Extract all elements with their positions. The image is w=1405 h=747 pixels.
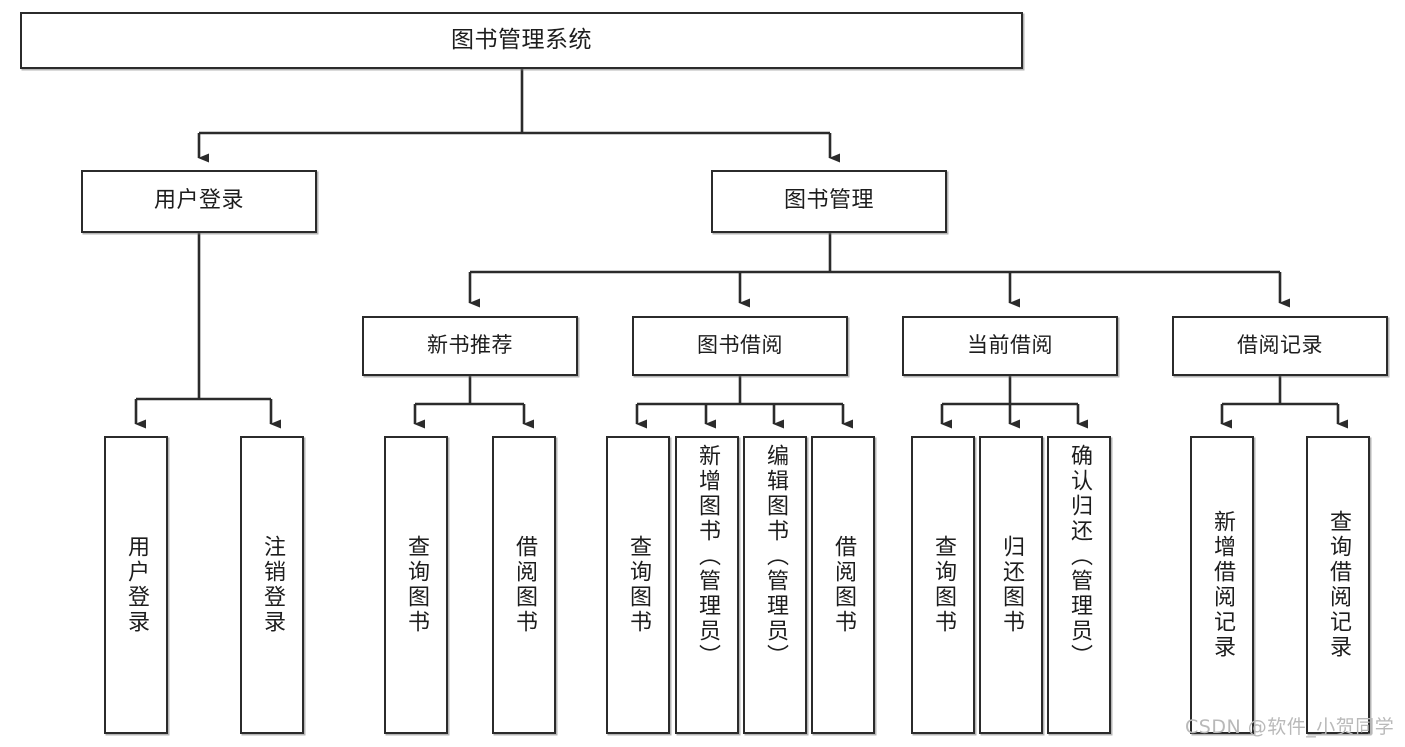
node-book-borrow[interactable]: 图书借阅	[632, 316, 848, 376]
node-label: 借阅图书	[512, 535, 537, 635]
node-label: 借阅记录	[1237, 333, 1323, 358]
leaf-query-book-current[interactable]: 查询图书	[911, 436, 975, 734]
node-label: 图书管理	[783, 188, 874, 214]
leaf-inner: 归还图书	[981, 438, 1041, 732]
leaf-query-book-recommend[interactable]: 查询图书	[384, 436, 448, 734]
node-label: 借阅图书	[831, 535, 856, 635]
node-new-book-recommend[interactable]: 新书推荐	[362, 316, 578, 376]
node-label: 归还图书	[999, 535, 1024, 635]
node-label: 查询图书	[626, 535, 651, 635]
leaf-add-book[interactable]: 新增图书（管理员）	[675, 436, 739, 734]
leaf-inner: 新增图书（管理员）	[677, 438, 737, 738]
node-label: 用户登录	[153, 188, 244, 214]
leaf-user-login[interactable]: 用户登录	[104, 436, 168, 734]
node-book-manage[interactable]: 图书管理	[711, 170, 947, 233]
leaf-inner: 注销登录	[242, 438, 302, 732]
node-label: 新增借阅记录	[1210, 510, 1235, 660]
node-label: 注销登录	[260, 535, 285, 635]
node-label: 当前借阅	[967, 333, 1053, 358]
node-book-management-system[interactable]: 图书管理系统	[20, 12, 1023, 69]
node-label: 图书借阅	[697, 333, 783, 358]
node-label: 用户登录	[124, 535, 149, 635]
leaf-query-borrow-record[interactable]: 查询借阅记录	[1306, 436, 1370, 734]
leaf-inner: 借阅图书	[494, 438, 554, 732]
leaf-inner: 新增借阅记录	[1192, 438, 1252, 732]
node-label: 编辑图书（管理员）	[763, 444, 788, 669]
leaf-inner: 确认归还（管理员）	[1049, 438, 1109, 738]
leaf-borrow-book-recommend[interactable]: 借阅图书	[492, 436, 556, 734]
node-label: 查询图书	[931, 535, 956, 635]
node-label: 查询借阅记录	[1326, 510, 1351, 660]
node-user-login[interactable]: 用户登录	[81, 170, 317, 233]
leaf-inner: 查询借阅记录	[1308, 438, 1368, 732]
leaf-inner: 查询图书	[913, 438, 973, 732]
leaf-query-book-borrow[interactable]: 查询图书	[606, 436, 670, 734]
leaf-inner: 用户登录	[106, 438, 166, 732]
node-label: 新书推荐	[427, 333, 513, 358]
node-label: 确认归还（管理员）	[1067, 444, 1092, 669]
leaf-inner: 查询图书	[608, 438, 668, 732]
leaf-inner: 借阅图书	[813, 438, 873, 732]
leaf-return-book[interactable]: 归还图书	[979, 436, 1043, 734]
watermark-text: CSDN @软件_小贺同学	[1185, 716, 1395, 738]
leaf-inner: 查询图书	[386, 438, 446, 732]
node-borrow-record[interactable]: 借阅记录	[1172, 316, 1388, 376]
leaf-add-borrow-record[interactable]: 新增借阅记录	[1190, 436, 1254, 734]
leaf-inner: 编辑图书（管理员）	[745, 438, 805, 738]
node-label: 查询图书	[404, 535, 429, 635]
leaf-borrow-book[interactable]: 借阅图书	[811, 436, 875, 734]
leaf-logout[interactable]: 注销登录	[240, 436, 304, 734]
leaf-edit-book[interactable]: 编辑图书（管理员）	[743, 436, 807, 734]
node-label: 新增图书（管理员）	[695, 444, 720, 669]
leaf-confirm-return[interactable]: 确认归还（管理员）	[1047, 436, 1111, 734]
node-label: 图书管理系统	[451, 26, 592, 53]
node-current-borrow[interactable]: 当前借阅	[902, 316, 1118, 376]
